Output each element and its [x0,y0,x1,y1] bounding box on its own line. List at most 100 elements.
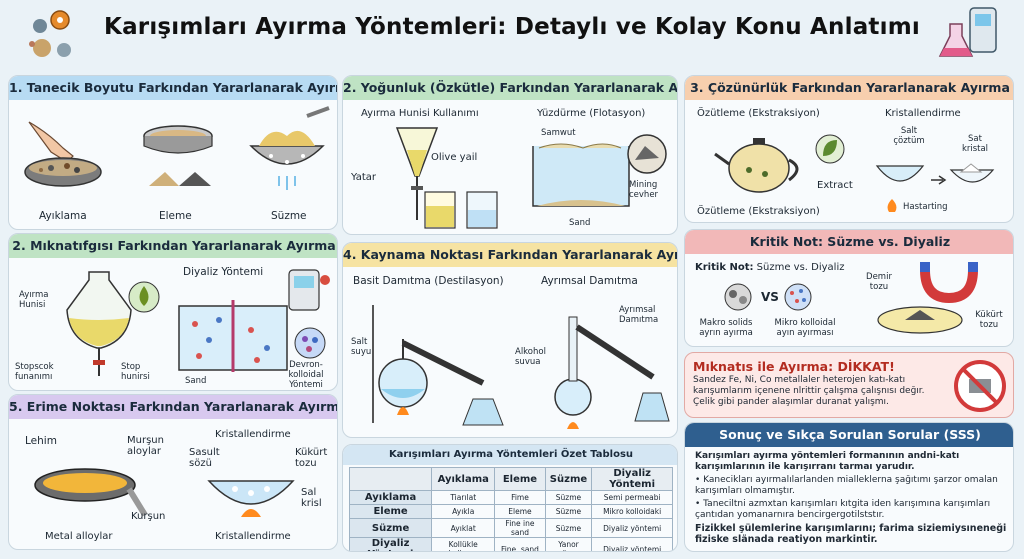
section-solubility-title: 3. Çözünürlük Farkından Yararlanarak Ayı… [685,76,1013,100]
label-crystallization-top: Kristallendirme [215,429,291,440]
drop-icon [128,281,160,313]
table-cell: Ayıklat [431,518,496,538]
flotation-tank-icon [532,143,630,207]
summary-table: Ayıklama Eleme Süzme Diyaliz Yöntemi Ayı… [348,467,673,551]
label-simple-distillation: Basit Damıtma (Destilasyon) [353,275,504,287]
faq-closing: Fizikkel şülemlerine karışımlarını; fari… [695,523,1007,545]
label-iron-powder: Demir tozu [866,272,892,292]
table-cell: Yanor süzur [544,537,593,551]
table-cell: Diyaliz yöntemi [591,537,673,551]
table-cell: Fime [494,490,546,505]
faq-bullet-text: Taneciltni azmxtan karışımları kıtgita i… [695,499,991,520]
table-header: Ayıklama [431,467,496,491]
label-salt-solution: Salt çöztüm [893,126,925,146]
table-cell: Semi permeabi [591,490,673,505]
leaf-icon [815,134,845,164]
critical-subtitle-bold: Kritik Not: [695,262,754,273]
gears-icon [29,10,71,57]
label-suzme: Süzme [271,210,307,222]
table-cell: Fine. sand [494,537,546,551]
powder-dish-icon [877,306,963,334]
section-density: 2. Yoğunluk (Özkütle) Farkından Yararlan… [342,75,678,235]
dialysis-tank-icon [178,300,288,372]
label-hastarting: Hastarting [903,202,948,212]
pan-icon [34,468,148,517]
magnet-warning-title: Mıknatıs ile Ayırma: DİKKAT! [693,359,895,374]
label-fractional-tag: Ayrımsal Damıtma [619,305,659,325]
label-funnel: Ayırma Hunisi [19,290,49,310]
sieve-icon [143,125,213,186]
label-lead-alloys: Murşun aloylar [127,435,164,457]
label-crystallization: Kristallendirme [885,108,961,119]
teapot-icon [714,138,799,193]
table-header [348,467,433,491]
label-alcohol: Alkohol suvua [515,347,546,367]
faq-bullet-text: Kanecikları ayırmalılarlanden miallekler… [695,475,998,496]
table-cell: Eleme [348,504,433,519]
no-magnet-icon [954,360,1006,412]
label-extraction: Özütleme (Ekstraksiyon) [697,108,820,119]
critical-note-panel: Kritik Not: Süzme vs. Diyaliz Kritik Not… [684,229,1014,347]
table-header: Süzme [544,467,593,491]
section-magnetism: 2. Mıknatıfgısı Farkından Yararlanarak A… [8,233,338,391]
magnet-warning-text: Sandez Fe, Ni, Co metallaler heterojen k… [693,375,925,407]
flame-icon [887,199,897,212]
label-yatar: Yatar [351,172,377,183]
fractional-distillation-icon [554,316,670,429]
bowl-icon [875,163,995,185]
faq-panel: Sonuç ve Sıkça Sorulan Sorular (SSS) Kar… [684,422,1014,552]
table-cell: Süzme [348,518,433,538]
label-samwut: Samwut [541,128,576,138]
faq-bullet: • Kanecikları ayırmalılarlanden miallekl… [695,475,998,496]
section-melting-title: 5. Erime Noktası Farkından Yararlanarak … [9,395,337,419]
label-eleme: Eleme [159,210,192,222]
table-cell: Süzme [544,490,593,505]
table-cell: Tiarılat [431,490,496,505]
separatory-funnel-icon [395,127,439,220]
table-row: Diyaliz Yöntemi Kollükle kullanın Fine. … [348,537,673,551]
section-magnetism-title: 2. Mıknatıfgısı Farkından Yararlanarak A… [9,234,337,258]
beaker-small-icon [424,191,498,229]
magnet-icon [920,262,978,304]
ore-lens-icon [627,134,667,174]
table-cell: Diyaliz yöntemi [591,518,673,538]
table-row: Ayıklama Tiarılat Fime Süzme Semi permea… [348,490,673,505]
monitor-icon [288,269,330,311]
label-separatory-funnel: Ayırma Hunisi Kullanımı [361,108,479,119]
magnet-warning-panel: Mıknatıs ile Ayırma: DİKKAT! Sandez Fe, … [684,352,1014,418]
table-cell: Fine ine sand [494,518,546,538]
faq-intro: Karışımları ayırma yöntemleri formanının… [695,451,960,472]
label-extract: Extract [817,180,853,191]
label-sulfur: Kükürt tozu [295,447,328,469]
table-header: Diyaliz Yöntemi [591,467,673,491]
section-melting: 5. Erime Noktası Farkından Yararlanarak … [8,394,338,550]
label-sasult: Sasult sözü [189,447,220,469]
table-cell: Diyaliz Yöntemi [348,537,433,551]
label-ayiklama: Ayıklama [39,210,87,222]
table-cell: Ayıklama [348,490,433,505]
label-salt-crystal: Sat kristal [961,134,989,154]
summary-table-panel: Karışımları Ayırma Yöntemleri Özet Tablo… [342,444,678,552]
section-density-title: 2. Yoğunluk (Özkütle) Farkından Yararlan… [343,76,677,100]
label-dialysis: Diyaliz Yöntemi [183,266,264,278]
label-flotation: Yüzdürme (Flotasyon) [537,108,646,119]
label-macro: Makro solids ayrın ayırma [699,318,753,338]
colander-icon [249,106,330,190]
colloid-icon [294,327,326,359]
label-stop: Stop hunirsi [121,362,150,382]
section-solubility: 3. Çözünürlük Farkından Yararlanarak Ayı… [684,75,1014,223]
table-header: Eleme [494,467,546,491]
table-cell: Süzme [544,504,593,519]
table-cell: Süzme [544,518,593,538]
section-particle-size-title: 1. Tanecik Boyutu Farkından Yararlanarak… [9,76,337,100]
table-cell: Kollükle kullanın [431,537,496,551]
label-stopscok: Stopscok funanımı [15,362,54,382]
macro-particles-icon [724,283,752,311]
table-header-row: Ayıklama Eleme Süzme Diyaliz Yöntemi [348,467,673,491]
label-sulfur-powder: Kükürt tozu [975,310,1003,330]
micro-particles-icon [784,283,812,311]
distillation-icon [372,305,504,426]
label-extraction-bottom: Özütleme (Ekstraksiyon) [697,206,820,217]
faq-title: Sonuç ve Sıkça Sorulan Sorular (SSS) [685,423,1013,447]
label-sand-dialysis: Sand [185,376,207,386]
